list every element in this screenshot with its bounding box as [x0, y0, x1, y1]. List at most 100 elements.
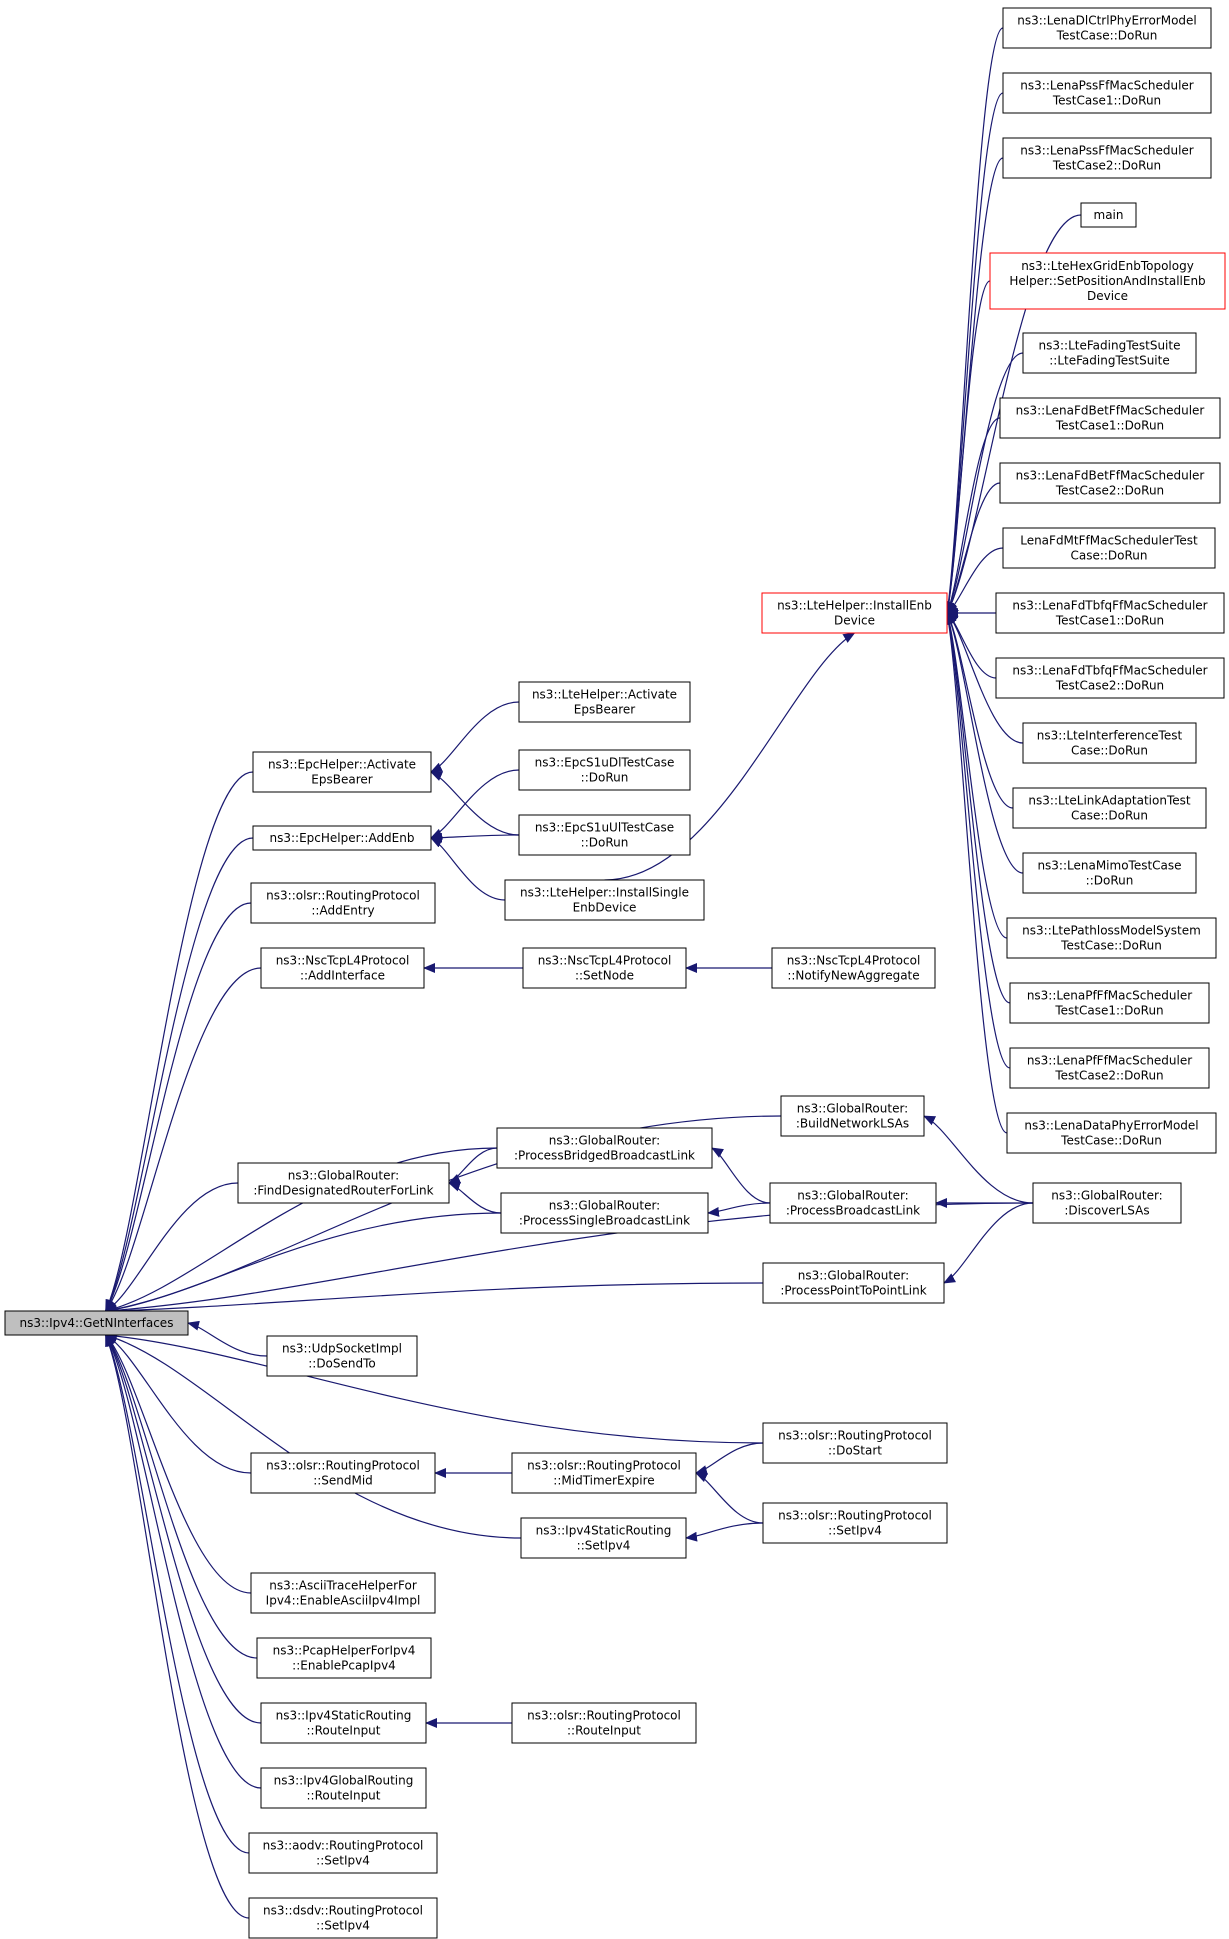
node-box [248, 1897, 438, 1939]
caller-node-epcAddEnb[interactable]: ns3::EpcHelper::AddEnb [252, 825, 432, 851]
caller-node-n15[interactable]: ns3::LtePathlossModelSystemTestCase::DoR… [1006, 917, 1217, 959]
caller-node-ipv4StaticRoute[interactable]: ns3::Ipv4StaticRouting::RouteInput [260, 1702, 427, 1744]
call-edge-n5-to-lteInstallEnb [944, 280, 991, 614]
node-label-line: ns3::EpcHelper::Activate [268, 758, 416, 772]
call-edge-epcUl-to-epcAddEnb [430, 832, 520, 843]
caller-node-olsrSendMid[interactable]: ns3::olsr::RoutingProtocol::SendMid [250, 1452, 436, 1494]
caller-node-grFindDR[interactable]: ns3::GlobalRouter::FindDesignatedRouterF… [237, 1162, 450, 1204]
node-label-line: ns3::LenaPssFfMacScheduler [1020, 79, 1193, 93]
node-label-line: ns3::LteFadingTestSuite [1039, 339, 1181, 353]
node-box [762, 1262, 945, 1304]
node-label-line: ::SendMid [313, 1474, 373, 1488]
caller-node-aodvSet[interactable]: ns3::aodv::RoutingProtocol::SetIpv4 [248, 1832, 438, 1874]
caller-node-olsrSetIpv4[interactable]: ns3::olsr::RoutingProtocol::SetIpv4 [762, 1502, 948, 1544]
caller-node-olsrDoStart[interactable]: ns3::olsr::RoutingProtocol::DoStart [762, 1422, 948, 1464]
caller-node-olsrAddEntry[interactable]: ns3::olsr::RoutingProtocol::AddEntry [250, 882, 436, 924]
node-label-line: ns3::LenaMimoTestCase [1037, 859, 1181, 873]
caller-node-n2[interactable]: ns3::LenaPssFfMacSchedulerTestCase1::DoR… [1002, 72, 1212, 114]
caller-node-grP2P[interactable]: ns3::GlobalRouter::ProcessPointToPointLi… [762, 1262, 945, 1304]
node-label-line: ::SetIpv4 [577, 1539, 631, 1553]
caller-node-epcDl[interactable]: ns3::EpcS1uDlTestCase::DoRun [518, 749, 691, 791]
caller-node-olsrMidTimer[interactable]: ns3::olsr::RoutingProtocol::MidTimerExpi… [511, 1452, 697, 1494]
caller-node-udpSend[interactable]: ns3::UdpSocketImpl::DoSendTo [266, 1335, 418, 1377]
node-label-line: ::SetIpv4 [316, 1919, 370, 1933]
node-label-line: ::RouteInput [307, 1724, 381, 1738]
caller-node-n17[interactable]: ns3::LenaPfFfMacSchedulerTestCase2::DoRu… [1009, 1047, 1210, 1089]
call-edge-ipv4StaticRoute-to-root [105, 1334, 262, 1724]
node-label-line: ns3::olsr::RoutingProtocol [266, 889, 420, 903]
caller-node-n6[interactable]: ns3::LteFadingTestSuite::LteFadingTestSu… [1022, 332, 1197, 374]
node-label-line: ns3::NscTcpL4Protocol [787, 954, 921, 968]
caller-node-asciiTrace[interactable]: ns3::AsciiTraceHelperForIpv4::EnableAsci… [250, 1572, 436, 1614]
caller-node-n3[interactable]: ns3::LenaPssFfMacSchedulerTestCase2::DoR… [1002, 137, 1212, 179]
caller-node-n8[interactable]: ns3::LenaFdBetFfMacSchedulerTestCase2::D… [999, 462, 1221, 504]
caller-node-n14[interactable]: ns3::LenaMimoTestCase::DoRun [1022, 852, 1197, 894]
node-label-line: ns3::PcapHelperForIpv4 [273, 1644, 416, 1658]
caller-node-nscNotify[interactable]: ns3::NscTcpL4Protocol::NotifyNewAggregat… [771, 947, 936, 989]
node-box [1022, 852, 1197, 894]
node-label-line: Device [834, 614, 875, 628]
node-label-line: ::SetIpv4 [316, 1854, 370, 1868]
call-edge-epcAddEnb-to-root [105, 837, 254, 1312]
call-edge-n18-to-lteInstallEnb [944, 612, 1008, 1134]
caller-node-n11[interactable]: ns3::LenaFdTbfqFfMacSchedulerTestCase2::… [995, 657, 1225, 699]
node-label-line: ns3::AsciiTraceHelperFor [269, 1579, 417, 1593]
caller-node-n4[interactable]: main [1080, 202, 1137, 228]
caller-node-grSingle[interactable]: ns3::GlobalRouter::ProcessSingleBroadcas… [500, 1192, 709, 1234]
node-label-line: ::NotifyNewAggregate [787, 969, 919, 983]
caller-node-grBridged[interactable]: ns3::GlobalRouter::ProcessBridgedBroadca… [496, 1127, 713, 1169]
node-label-line: ns3::LenaFdBetFfMacScheduler [1016, 404, 1205, 418]
caller-node-n10[interactable]: ns3::LenaFdTbfqFfMacSchedulerTestCase1::… [995, 592, 1225, 634]
call-edge-epcUl-to-epcActivate [430, 771, 520, 836]
node-label-line: ns3::GlobalRouter: [797, 1189, 908, 1203]
node-label-line: TestCase2::DoRun [1055, 484, 1164, 498]
caller-node-ipv4GlobalRoute[interactable]: ns3::Ipv4GlobalRouting::RouteInput [260, 1767, 427, 1809]
caller-node-grBcast[interactable]: ns3::GlobalRouter::ProcessBroadcastLink [769, 1182, 937, 1224]
caller-node-n1[interactable]: ns3::LenaDlCtrlPhyErrorModelTestCase::Do… [1002, 7, 1212, 49]
caller-node-epcUl[interactable]: ns3::EpcS1uUlTestCase::DoRun [518, 814, 691, 856]
node-label-line: ns3::GlobalRouter: [797, 1102, 908, 1116]
call-edge-lteActivate-to-epcActivate [430, 701, 520, 773]
node-box [1080, 202, 1137, 228]
node-box [1002, 137, 1212, 179]
node-box [260, 1702, 427, 1744]
caller-node-pcapHelper[interactable]: ns3::PcapHelperForIpv4::EnablePcapIpv4 [256, 1637, 432, 1679]
call-edge-grSingle-to-grFindDR [448, 1181, 502, 1214]
node-label-line: ::RouteInput [307, 1789, 381, 1803]
node-box [1012, 787, 1207, 829]
caller-node-olsrRoute[interactable]: ns3::olsr::RoutingProtocol::RouteInput [511, 1702, 697, 1744]
node-label-line: Helper::SetPositionAndInstallEnb [1009, 274, 1205, 288]
call-edge-grSingle-to-root [104, 1212, 502, 1315]
node-label-line: ns3::LteHelper::InstallEnb [777, 599, 932, 613]
node-label-line: TestCase1::DoRun [1055, 614, 1164, 628]
caller-node-n18[interactable]: ns3::LenaDataPhyErrorModelTestCase::DoRu… [1006, 1112, 1217, 1154]
node-label-line: TestCase1::DoRun [1052, 94, 1161, 108]
caller-node-dsdvSet[interactable]: ns3::dsdv::RoutingProtocol::SetIpv4 [248, 1897, 438, 1939]
caller-node-ipv4StaticSet[interactable]: ns3::Ipv4StaticRouting::SetIpv4 [520, 1517, 687, 1559]
node-box [995, 657, 1225, 699]
caller-node-nscSetNode[interactable]: ns3::NscTcpL4Protocol::SetNode [522, 947, 687, 989]
call-edge-lteInstallSingle-to-lteInstallEnb [604, 632, 856, 881]
call-edge-n6-to-lteInstallEnb [946, 352, 1024, 614]
caller-node-nscAddIf[interactable]: ns3::NscTcpL4Protocol::AddInterface [260, 947, 425, 989]
node-box [518, 814, 691, 856]
caller-node-n16[interactable]: ns3::LenaPfFfMacSchedulerTestCase1::DoRu… [1009, 982, 1210, 1024]
root-function-node[interactable]: ns3::Ipv4::GetNInterfaces [4, 1310, 189, 1336]
caller-node-grDiscover[interactable]: ns3::GlobalRouter::DiscoverLSAs [1032, 1182, 1182, 1224]
node-box [1022, 722, 1197, 764]
node-box [256, 1637, 432, 1679]
caller-node-n5[interactable]: ns3::LteHexGridEnbTopologyHelper::SetPos… [989, 252, 1226, 310]
caller-node-n7[interactable]: ns3::LenaFdBetFfMacSchedulerTestCase1::D… [999, 397, 1221, 439]
node-box [250, 1452, 436, 1494]
node-label-line: Ipv4::EnableAsciiIpv4Impl [266, 1594, 421, 1608]
caller-node-grBuildNet[interactable]: ns3::GlobalRouter::BuildNetworkLSAs [780, 1095, 925, 1137]
node-label-line: ns3::dsdv::RoutingProtocol [263, 1904, 423, 1918]
